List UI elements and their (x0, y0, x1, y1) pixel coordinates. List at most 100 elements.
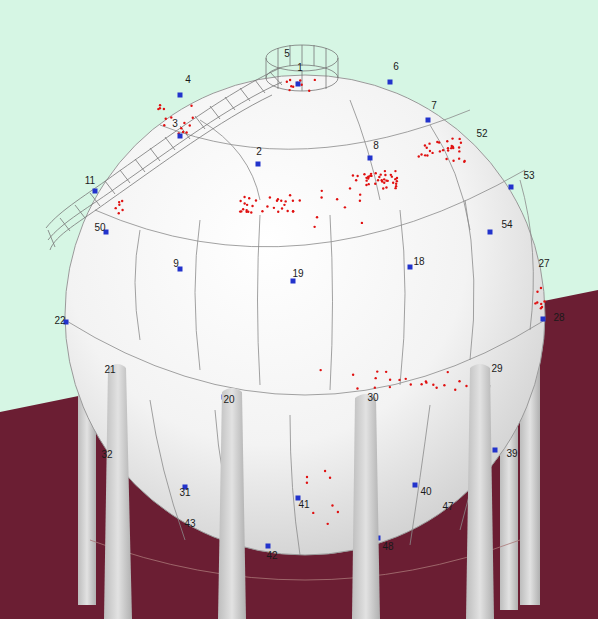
event-dot (300, 84, 302, 86)
event-dot (182, 131, 184, 133)
event-dot (240, 210, 242, 212)
sensor-number: 1 (297, 63, 303, 73)
event-dot (165, 117, 167, 119)
sensor-marker (541, 317, 546, 322)
event-dot (180, 127, 182, 129)
sensor-marker (493, 448, 498, 453)
event-dot (420, 383, 422, 385)
event-dot (359, 200, 361, 202)
event-dot (382, 187, 384, 189)
event-dot (356, 387, 358, 389)
event-dot (428, 142, 430, 144)
event-dot (327, 523, 329, 525)
event-dot (396, 177, 398, 179)
event-dot (312, 512, 314, 514)
event-dot (458, 138, 460, 140)
sensor-number: 2 (256, 147, 262, 157)
event-dot (306, 482, 308, 484)
event-dot (392, 182, 394, 184)
event-dot (426, 154, 428, 156)
event-dot (292, 86, 294, 88)
event-dot (365, 179, 367, 181)
event-dot (269, 196, 271, 198)
event-dot (395, 185, 397, 187)
sensor-number: 41 (298, 500, 309, 510)
event-dot (385, 371, 387, 373)
sensor-number: 5 (284, 49, 290, 59)
event-dot (452, 145, 454, 147)
event-dot (306, 476, 308, 478)
sensor-number: 19 (292, 269, 303, 279)
event-dot (396, 180, 398, 182)
sensor-number: 7 (431, 101, 437, 111)
event-dot (292, 210, 294, 212)
event-dot (452, 159, 454, 161)
event-dot (280, 200, 282, 202)
event-dot (384, 174, 386, 176)
sensor-number: 4 (185, 75, 191, 85)
sensor-number: 48 (382, 542, 393, 552)
event-dot (536, 290, 538, 292)
event-dot (190, 105, 192, 107)
stairway (46, 45, 338, 250)
event-dot (292, 200, 294, 202)
sensor-marker (93, 189, 98, 194)
event-dot (115, 207, 117, 209)
event-dot (245, 211, 247, 213)
sensor-number: 52 (476, 129, 487, 139)
event-dot (159, 107, 161, 109)
event-dot (436, 141, 438, 143)
event-dot (447, 371, 449, 373)
event-dot (288, 89, 290, 91)
event-dot (447, 147, 449, 149)
sensor-number: 42 (266, 551, 277, 561)
event-dot (349, 187, 351, 189)
sensor-number: 27 (538, 259, 549, 269)
event-dot (183, 122, 185, 124)
event-dot (163, 124, 165, 126)
sensor-number: 11 (85, 176, 95, 186)
event-dot (363, 173, 365, 175)
sensor-marker (426, 118, 431, 123)
event-dot (283, 204, 285, 206)
event-dot (395, 183, 397, 185)
event-dot (163, 108, 165, 110)
event-dot (324, 470, 326, 472)
event-dot (159, 104, 161, 106)
sensor-number: 32 (101, 450, 112, 460)
event-dot (458, 380, 460, 382)
event-dot (381, 179, 383, 181)
event-dot (540, 287, 542, 289)
event-dot (329, 476, 331, 478)
event-dot (383, 182, 385, 184)
sensor-number: 9 (173, 259, 179, 269)
event-dot (255, 199, 257, 201)
event-dot (368, 183, 370, 185)
event-dot (251, 205, 253, 207)
sensor-marker (266, 544, 271, 549)
event-dot (405, 378, 407, 380)
event-dot (292, 210, 294, 212)
event-dot (355, 179, 357, 181)
event-dot (352, 174, 354, 176)
event-dot (192, 116, 194, 118)
event-dot (308, 89, 310, 91)
event-dot (377, 179, 379, 181)
event-dot (460, 142, 462, 144)
event-dot (185, 131, 187, 133)
event-dot (431, 152, 433, 154)
event-dot (443, 384, 445, 386)
sensor-marker (368, 156, 373, 161)
event-dot (451, 137, 453, 139)
event-dot (118, 204, 120, 206)
event-dot (374, 183, 376, 185)
event-dot (432, 384, 434, 386)
event-dot (369, 174, 371, 176)
event-dot (289, 194, 291, 196)
sensor-marker (413, 483, 418, 488)
event-dot (384, 170, 386, 172)
event-dot (261, 210, 263, 212)
